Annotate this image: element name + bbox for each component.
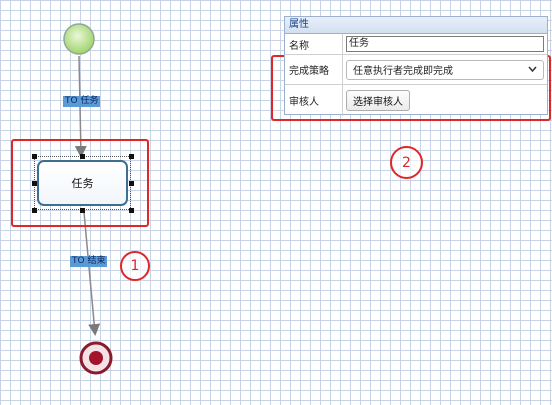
sequence-flow-2[interactable]	[83, 211, 101, 336]
flow-label-to-end[interactable]: TO 结束	[70, 256, 108, 267]
completion-strategy-select[interactable]: 任意执行者完成即完成	[346, 59, 544, 80]
select-reviewer-button[interactable]: 选择审核人	[346, 90, 410, 111]
annotation-marker-2: 2	[390, 146, 423, 179]
resize-handle-s[interactable]	[80, 208, 85, 213]
property-row-completion-strategy: 完成策略 任意执行者完成即完成	[285, 55, 547, 85]
resize-handle-nw[interactable]	[32, 154, 37, 159]
chevron-down-icon	[528, 64, 537, 75]
highlight-box-task	[11, 139, 149, 227]
resize-handle-e[interactable]	[129, 181, 134, 186]
resize-handle-n[interactable]	[80, 154, 85, 159]
resize-handle-ne[interactable]	[129, 154, 134, 159]
task-node[interactable]: 任务	[37, 160, 128, 206]
start-event[interactable]	[63, 23, 95, 55]
completion-strategy-value: 任意执行者完成即完成	[353, 66, 453, 77]
task-node-label: 任务	[71, 177, 94, 190]
resize-handle-se[interactable]	[129, 208, 134, 213]
property-label-completion-strategy: 完成策略	[285, 55, 343, 84]
name-input[interactable]: 任务	[346, 36, 544, 52]
annotation-marker-1: 1	[120, 251, 150, 281]
property-label-reviewer: 审核人	[285, 85, 343, 116]
property-row-reviewer: 审核人 选择审核人	[285, 85, 547, 116]
flow-label-to-task[interactable]: TO 任务	[63, 96, 101, 107]
properties-panel-title: 属性	[285, 17, 547, 34]
resize-handle-w[interactable]	[32, 181, 37, 186]
property-row-name: 名称 任务	[285, 34, 547, 55]
property-label-name: 名称	[285, 34, 343, 54]
end-event[interactable]	[79, 341, 113, 375]
resize-handle-sw[interactable]	[32, 208, 37, 213]
properties-panel: 属性 名称 任务 完成策略 任意执行者完成即完成 审核人 选择审核人	[284, 16, 548, 116]
